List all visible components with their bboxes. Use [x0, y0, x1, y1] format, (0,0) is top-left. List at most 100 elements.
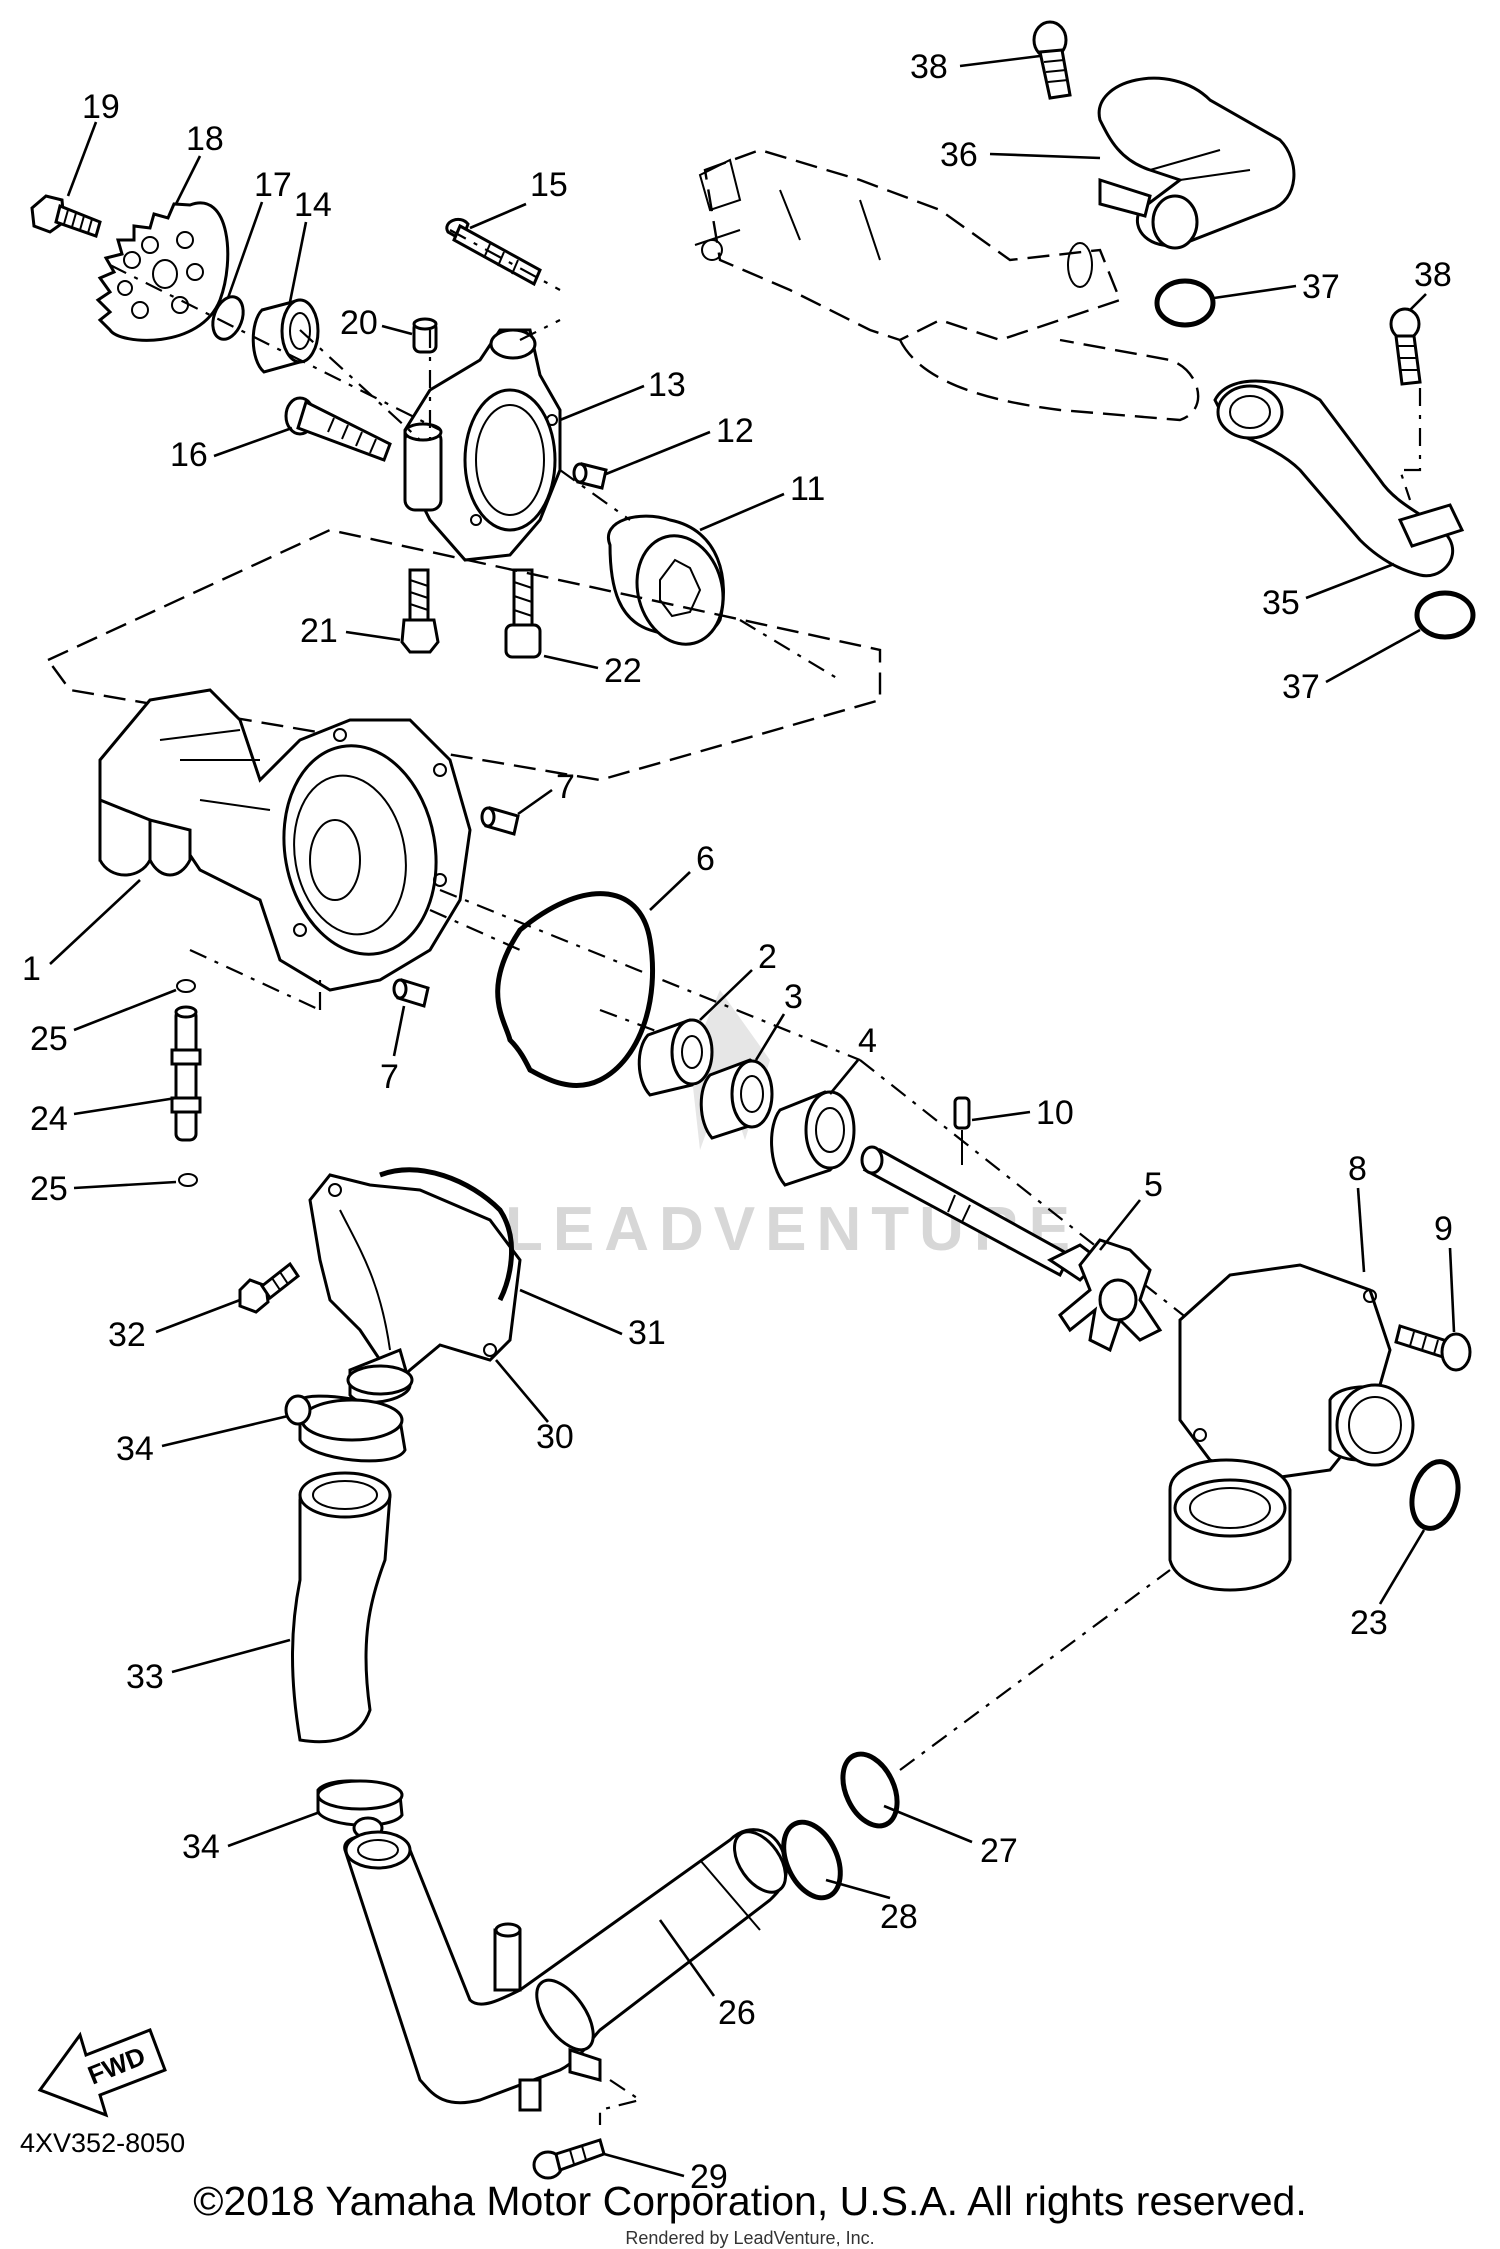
- callout-1: 1: [22, 879, 141, 988]
- water-pump-housing-1: [98, 688, 472, 992]
- o-ring-37-lower: [1414, 590, 1476, 640]
- callout-37-upper: 37: [1213, 268, 1340, 306]
- svg-text:30: 30: [536, 1418, 574, 1456]
- svg-text:7: 7: [556, 768, 575, 806]
- svg-text:8: 8: [1348, 1150, 1367, 1188]
- bolt-9: [1394, 1324, 1472, 1372]
- water-pipe-26: [343, 1828, 788, 2112]
- callout-19: 19: [66, 88, 120, 197]
- svg-text:5: 5: [1144, 1166, 1163, 1204]
- callout-3: 3: [754, 978, 803, 1061]
- svg-text:22: 22: [604, 652, 642, 690]
- callout-16: 16: [170, 426, 293, 474]
- svg-text:23: 23: [1350, 1604, 1388, 1642]
- svg-text:27: 27: [980, 1832, 1018, 1870]
- callout-12: 12: [605, 412, 754, 476]
- callout-4: 4: [828, 1022, 877, 1095]
- svg-text:17: 17: [254, 166, 292, 204]
- thermostat-housing: [694, 148, 1200, 422]
- gasket-31: [379, 1167, 515, 1302]
- bearing-14: [251, 298, 320, 374]
- washer-17: [211, 295, 245, 341]
- callout-18: 18: [174, 120, 224, 205]
- hose-clamp-34-upper: [284, 1394, 407, 1463]
- callout-24: 24: [30, 1096, 177, 1138]
- svg-text:25: 25: [30, 1170, 68, 1208]
- svg-text:7: 7: [380, 1058, 399, 1096]
- callout-27: 27: [883, 1804, 1018, 1870]
- svg-text:31: 31: [628, 1314, 666, 1352]
- svg-text:26: 26: [718, 1994, 756, 2032]
- svg-text:34: 34: [182, 1828, 220, 1866]
- axis-line-top: [109, 229, 841, 681]
- svg-text:24: 24: [30, 1100, 68, 1138]
- callout-10: 10: [971, 1094, 1074, 1132]
- dowel-pin-20: [412, 317, 438, 354]
- callout-32: 32: [108, 1298, 241, 1354]
- svg-text:18: 18: [186, 120, 224, 158]
- svg-text:16: 16: [170, 436, 208, 474]
- o-ring-28: [781, 1819, 843, 1901]
- dowel-pin-7-lower: [392, 978, 430, 1008]
- oil-seal-2: [637, 1018, 714, 1097]
- svg-text:15: 15: [530, 166, 568, 204]
- callout-31: 31: [519, 1288, 666, 1352]
- copyright-notice: ©2018 Yamaha Motor Corporation, U.S.A. A…: [193, 2178, 1307, 2224]
- svg-text:34: 34: [116, 1430, 154, 1468]
- callout-21: 21: [300, 612, 401, 650]
- impeller-shaft-5: [860, 1145, 1163, 1353]
- bolt-19: [30, 194, 102, 238]
- pipe-24: [170, 1005, 202, 1142]
- cover-30: [308, 1173, 522, 1404]
- diagram-code: 4XV352-8050: [20, 2128, 185, 2158]
- callout-7-lower: 7: [380, 1005, 406, 1096]
- o-ring-23: [1409, 1459, 1461, 1531]
- svg-text:21: 21: [300, 612, 338, 650]
- pipe-35: [1213, 379, 1465, 578]
- svg-text:38: 38: [910, 48, 948, 86]
- bolt-16: [284, 396, 392, 462]
- svg-text:4: 4: [858, 1022, 877, 1060]
- callout-36: 36: [940, 136, 1101, 174]
- hose-36: [1097, 76, 1296, 250]
- callout-38-lower: 38: [1409, 256, 1452, 311]
- bolt-15: [445, 218, 542, 287]
- callout-38-upper: 38: [910, 48, 1041, 86]
- bolt-38-lower: [1389, 307, 1422, 386]
- callout-8: 8: [1348, 1150, 1367, 1273]
- svg-text:20: 20: [340, 304, 378, 342]
- svg-text:14: 14: [294, 186, 332, 224]
- svg-text:9: 9: [1434, 1210, 1453, 1248]
- pump-housing-13: [403, 328, 562, 562]
- callout-7-upper: 7: [517, 768, 575, 816]
- dowel-pin-12: [572, 462, 608, 490]
- svg-text:28: 28: [880, 1898, 918, 1936]
- svg-text:37: 37: [1282, 668, 1320, 706]
- o-ring-25-upper: [176, 979, 196, 993]
- callout-28: 28: [825, 1878, 918, 1936]
- svg-text:13: 13: [648, 366, 686, 404]
- svg-text:12: 12: [716, 412, 754, 450]
- callout-37-lower: 37: [1282, 628, 1421, 706]
- callout-5: 5: [1098, 1166, 1163, 1251]
- svg-text:33: 33: [126, 1658, 164, 1696]
- svg-text:2: 2: [758, 938, 777, 976]
- callout-11: 11: [699, 470, 825, 532]
- svg-text:35: 35: [1262, 584, 1300, 622]
- svg-text:6: 6: [696, 840, 715, 878]
- callout-15: 15: [469, 166, 568, 230]
- callout-23: 23: [1350, 1529, 1426, 1642]
- callout-22: 22: [543, 652, 642, 690]
- hose-clamp-34-lower: [316, 1779, 404, 1840]
- svg-text:11: 11: [790, 470, 825, 508]
- svg-text:32: 32: [108, 1316, 146, 1354]
- svg-text:1: 1: [22, 950, 41, 988]
- callout-9: 9: [1434, 1210, 1456, 1333]
- rendered-by-credit: Rendered by LeadVenture, Inc.: [625, 2228, 875, 2248]
- dowel-pin-7-upper: [480, 806, 520, 836]
- svg-text:36: 36: [940, 136, 978, 174]
- o-ring-25-lower: [178, 1173, 198, 1187]
- bolt-22: [504, 568, 542, 659]
- svg-text:3: 3: [784, 978, 803, 1016]
